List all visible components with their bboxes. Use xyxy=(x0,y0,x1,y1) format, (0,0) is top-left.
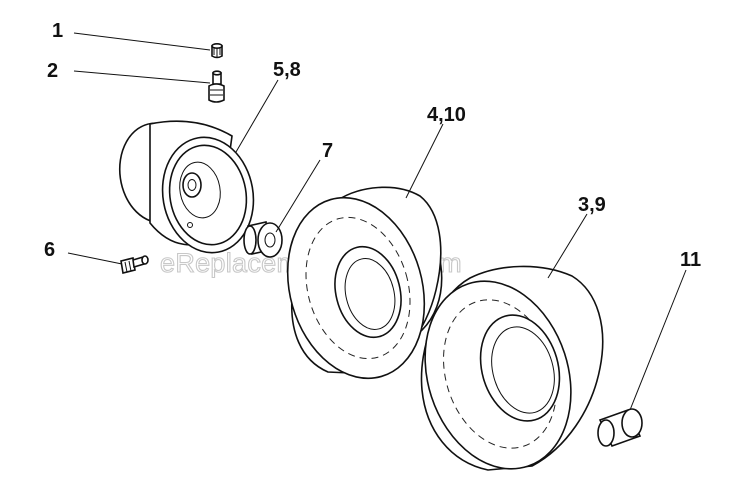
callout-1: 1 xyxy=(52,20,63,42)
part-valve-stem xyxy=(208,70,225,103)
part-tire-rear xyxy=(420,265,604,471)
callout-3-9: 3,9 xyxy=(578,194,606,216)
part-wheel-rim xyxy=(118,120,255,254)
part-valve-cap xyxy=(211,42,223,59)
callout-6: 6 xyxy=(44,239,55,261)
part-bushing xyxy=(243,221,283,258)
callout-5-8: 5,8 xyxy=(273,59,301,81)
part-hub-cap xyxy=(597,408,643,447)
leader-lines xyxy=(67,32,687,411)
callout-4-10: 4,10 xyxy=(427,104,466,126)
callout-7: 7 xyxy=(322,140,333,162)
part-grease-fitting xyxy=(120,255,149,274)
callout-11: 11 xyxy=(680,249,701,271)
part-tire-front xyxy=(286,186,443,380)
callout-2: 2 xyxy=(47,60,58,82)
